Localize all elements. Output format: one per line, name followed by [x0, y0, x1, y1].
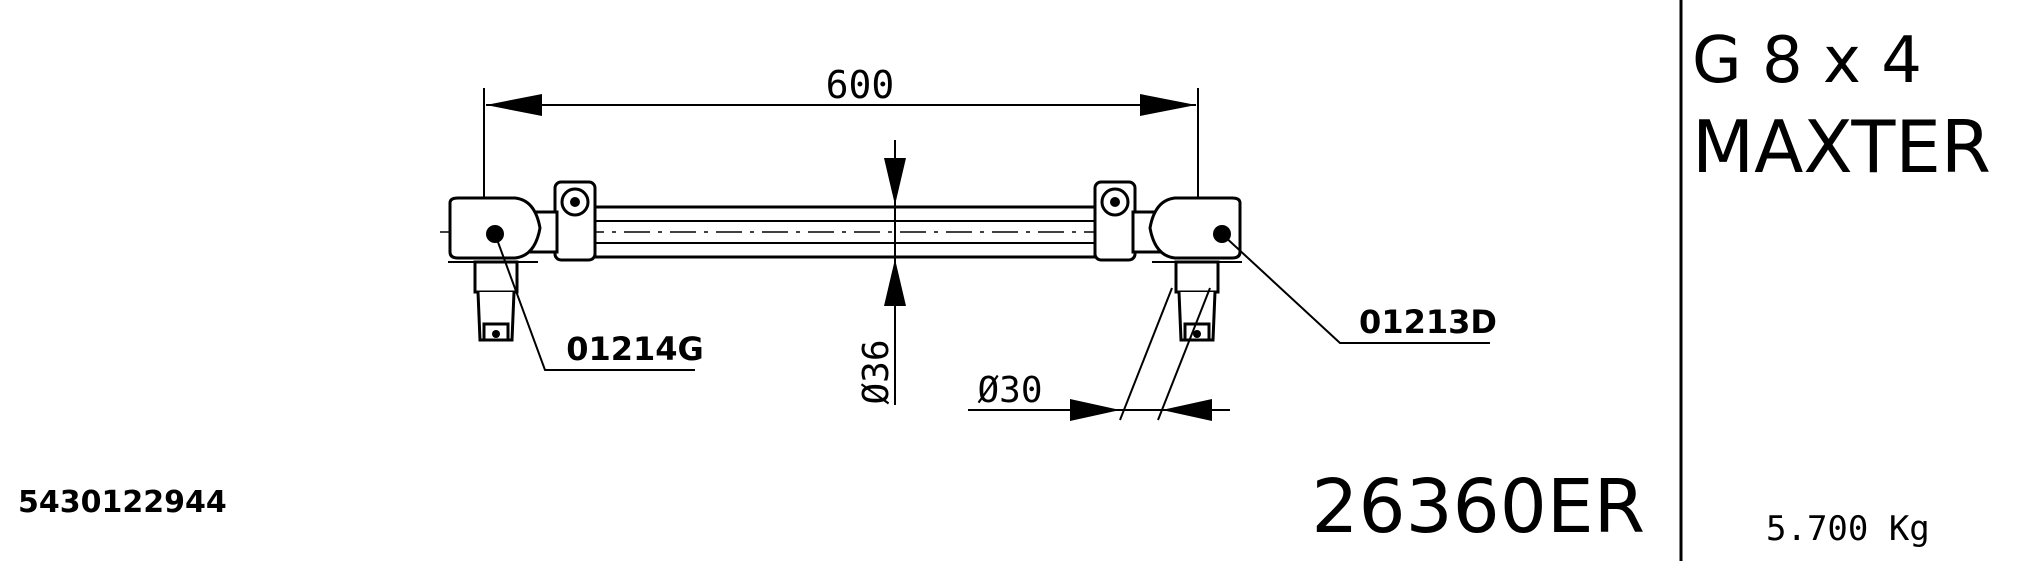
length-label: 600 [826, 63, 895, 107]
clamp-right [1093, 180, 1137, 262]
right-ball-joint [1131, 196, 1242, 342]
arrowhead-right [1140, 94, 1196, 116]
weight-label: 5.700 Kg [1766, 509, 1930, 549]
bar-diameter-label: Ø30 [977, 370, 1042, 411]
model-line-1: G 8 x 4 [1692, 24, 1922, 98]
bar-diameter-dimension [968, 287, 1230, 421]
reference-number: 5430122944 [18, 485, 227, 520]
left-end-part-label: 01214G [566, 330, 704, 368]
clamp-left [553, 180, 597, 262]
leader-left [494, 233, 695, 371]
length-dimension [483, 88, 1199, 215]
leader-right [1221, 233, 1490, 344]
tube-diameter-label: Ø36 [856, 339, 897, 404]
right-end-part-label: 01213D [1359, 303, 1497, 341]
tube-diameter-dimension [884, 140, 906, 405]
left-ball-joint [448, 196, 559, 342]
model-line-2: MAXTER [1692, 105, 1991, 189]
arrowhead-left [486, 94, 542, 116]
part-number: 26360ER [1311, 464, 1645, 550]
